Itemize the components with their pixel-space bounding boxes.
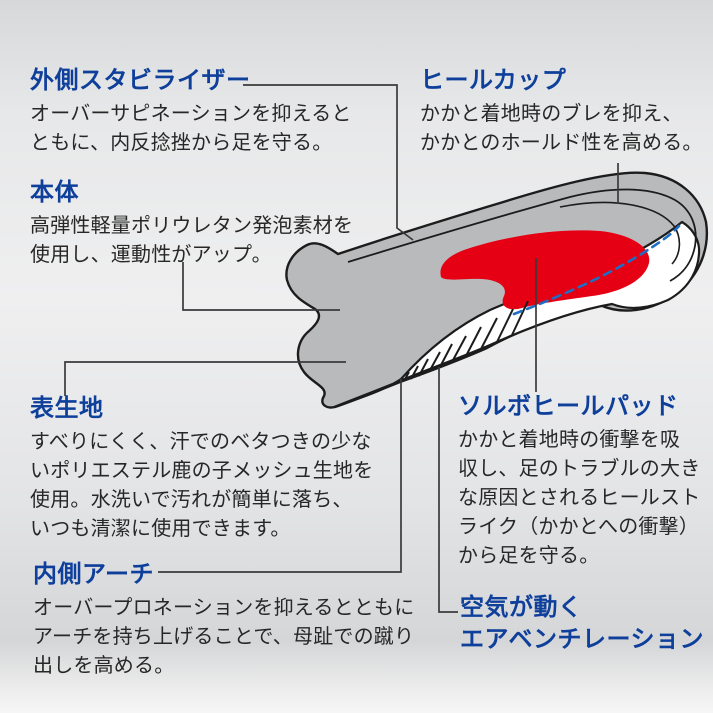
ventilation-ribs — [403, 300, 529, 382]
annotation-desc: オーバープロネーションを抑えるとともに アーチを持ち上げることで、母趾での蹴り … — [33, 597, 415, 677]
annotation-title: 空気が動く エアベンチレーション — [460, 594, 705, 653]
annotation-air-ventilation: 空気が動く エアベンチレーション — [460, 592, 704, 655]
insole-rim-line — [347, 188, 697, 282]
sorbo-pad-shape — [440, 230, 650, 310]
connector-outer-stabilizer — [243, 84, 414, 241]
insole-illustration — [285, 171, 708, 409]
annotation-title: ソルボヒールパッド — [458, 393, 679, 420]
annotation-title: 内側アーチ — [33, 561, 155, 588]
annotation-surface-fabric: 表生地 すべりにくく、汗でのベタつきの少な いポリエステル鹿の子メッシュ生地を … — [30, 394, 373, 544]
annotation-title: ヒールカップ — [420, 67, 567, 94]
connector-lines — [64, 84, 619, 613]
annotation-title: 外側スタビライザー — [30, 67, 251, 94]
annotation-main-body: 本体 高弾性軽量ポリウレタン発泡素材を 使用し、運動性がアップ。 — [30, 178, 353, 270]
annotation-title: 表生地 — [30, 395, 104, 422]
connector-main-body — [182, 262, 340, 311]
annotation-desc: 高弾性軽量ポリウレタン発泡素材を 使用し、運動性がアップ。 — [30, 215, 354, 266]
annotation-desc: オーバーサピネーションを抑えると ともに、内反捻挫から足を守る。 — [30, 103, 352, 154]
annotation-inner-arch: 内側アーチ オーバープロネーションを抑えるとともに アーチを持ち上げることで、母… — [33, 560, 414, 681]
annotation-desc: すべりにくく、汗でのベタつきの少な いポリエステル鹿の子メッシュ生地を 使用。水… — [30, 431, 374, 540]
annotation-desc: かかと着地時の衝撃を吸 収し、足のトラブルの大き な原因とされるヒールスト ライ… — [458, 429, 701, 567]
annotation-heel-cup: ヒールカップ かかと着地時のブレを抑え、 かかとのホールド性を高める。 — [420, 66, 703, 158]
connector-inner-arch — [158, 379, 402, 573]
annotation-title: 本体 — [30, 179, 79, 206]
annotation-sorbo-heel-pad: ソルボヒールパッド かかと着地時の衝撃を吸 収し、足のトラブルの大き な原因とさ… — [458, 392, 700, 571]
connector-surface-fabric — [64, 361, 346, 396]
heel-bowl-line — [559, 201, 681, 265]
connector-air-ventilation — [438, 367, 458, 613]
stitch-dashed-line — [512, 224, 681, 316]
annotation-desc: かかと着地時のブレを抑え、 かかとのホールド性を高める。 — [420, 103, 703, 154]
annotation-outer-stabilizer: 外側スタビライザー オーバーサピネーションを抑えると ともに、内反捻挫から足を守… — [30, 66, 352, 158]
